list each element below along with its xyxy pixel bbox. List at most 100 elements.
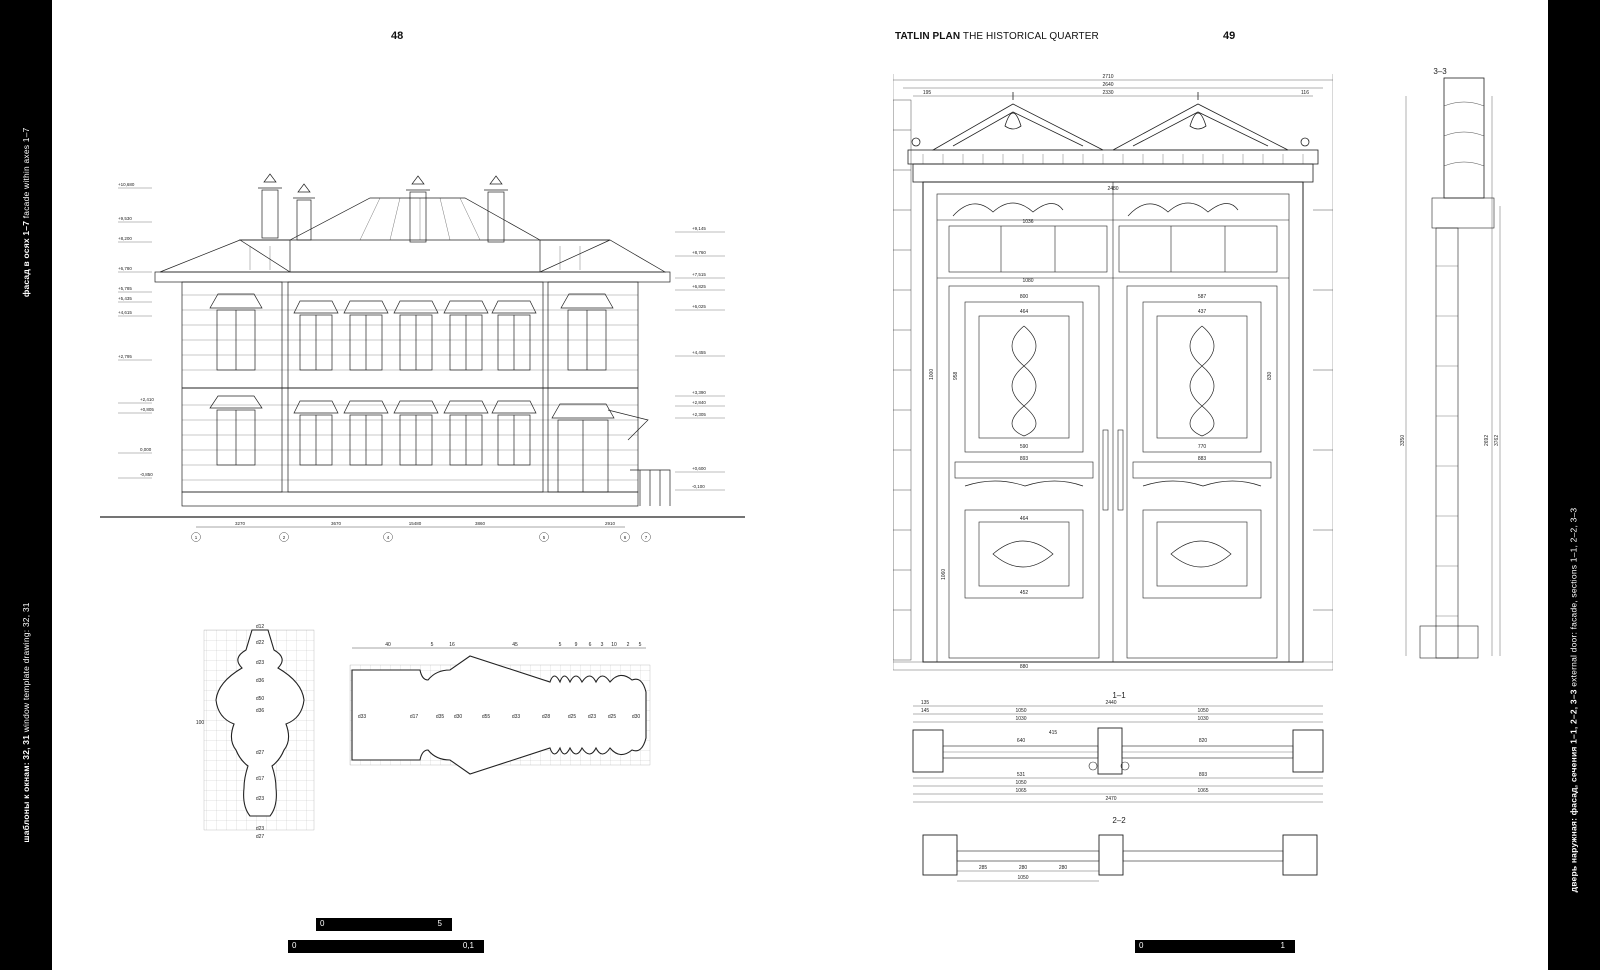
door-dim: 464 — [1020, 309, 1029, 315]
caption-door-en: external door: facade, sections 1–1, 2–2… — [1569, 507, 1579, 687]
door-dim: 800 — [1020, 294, 1029, 300]
scale-start: 0 — [320, 919, 325, 928]
scale-bar: 0 5 — [316, 918, 452, 931]
dimension: 3860 — [475, 521, 486, 526]
door-dim: 1036 — [1022, 219, 1033, 225]
page-number-right: 49 — [1223, 30, 1236, 42]
profile-dim: 9 — [575, 642, 578, 648]
running-head-subtitle: THE HISTORICAL QUARTER — [962, 31, 1099, 42]
section-dim: 2692 — [1484, 435, 1490, 446]
profile-dim: 6 — [589, 642, 592, 648]
plan-dim: 893 — [1199, 772, 1208, 778]
scale-end: 0,1 — [462, 941, 474, 950]
door-dim: 116 — [1301, 90, 1309, 96]
profile-dim: d28 — [542, 714, 551, 720]
plan-dim: 1050 — [1197, 708, 1208, 714]
plan-dim: 1065 — [1015, 788, 1026, 794]
section-dim: 3762 — [1494, 435, 1500, 446]
profile-dim: 10 — [611, 642, 617, 648]
plan-dim: 2470 — [1105, 796, 1116, 802]
axis-label: 6 — [624, 535, 627, 540]
plan-dim: 145 — [921, 708, 930, 714]
level-mark: -0,850 — [140, 472, 153, 477]
axis-label: 7 — [645, 535, 648, 540]
door-dim: 883 — [1198, 456, 1207, 462]
level-mark: +9,145 — [692, 226, 706, 231]
level-mark: +7,515 — [692, 272, 706, 277]
roof — [154, 197, 671, 283]
profile-dim: 2 — [627, 642, 630, 648]
level-mark: +5,785 — [118, 286, 132, 291]
level-mark: +6,780 — [118, 266, 132, 271]
profile-dim: d23 — [256, 660, 265, 666]
profile-dim: d23 — [588, 714, 597, 720]
template-profile-b: 40 5 16 150 45 5 9 6 3 10 2 5 d33 d17 d3… — [340, 640, 670, 780]
section-dim: 1050 — [1017, 875, 1028, 881]
plan-dim: 1030 — [1015, 716, 1026, 722]
profile-dim: 45 — [512, 642, 518, 648]
dimension: 3270 — [235, 521, 246, 526]
chimney — [258, 173, 508, 243]
scale-start: 0 — [1139, 941, 1144, 950]
door-dim: 2330 — [1102, 90, 1113, 96]
door-handle — [1102, 429, 1109, 511]
door-elevation: 2710 2640 2330 195 116 — [893, 70, 1333, 680]
scale-bar: 0 1 — [1135, 940, 1295, 953]
level-mark: +8,200 — [118, 236, 132, 241]
profile-dim: 3 — [601, 642, 604, 648]
section-label: 3–3 — [1433, 67, 1447, 76]
level-mark: +2,305 — [692, 412, 706, 417]
door-dim: 2710 — [1102, 74, 1113, 80]
house-walls — [181, 281, 639, 507]
scale-end: 5 — [437, 919, 442, 928]
section-1-1: 1–1 2440 1050 1030 1050 1030 415 820 640… — [903, 690, 1333, 815]
caption-bottom-ru: шаблоны к окнам: 32, 31 — [21, 734, 31, 843]
plan-dim: 415 — [1049, 730, 1058, 736]
door-leaf-left — [948, 285, 1100, 659]
level-mark: +9,530 — [118, 216, 132, 221]
page-number-left: 48 — [391, 30, 404, 42]
profile-dim: d27 — [256, 750, 265, 756]
profile-dim: d23 — [256, 796, 265, 802]
section-2-2: 2–2 285 280 280 1050 — [903, 815, 1333, 895]
level-mark: +0,600 — [692, 466, 706, 471]
profile-height: 100 — [196, 720, 204, 726]
door-handle — [1117, 429, 1124, 511]
door-dim: 437 — [1198, 309, 1207, 315]
section-dim: 280 — [1019, 865, 1028, 871]
windows-lower — [209, 395, 671, 506]
profile-dim: d55 — [482, 714, 491, 720]
dimension: 2910 — [605, 521, 616, 526]
left-sidebar-caption: шаблоны к окнам: 32, 31 window template … — [21, 127, 31, 842]
profile-dim: 5 — [559, 642, 562, 648]
level-mark: +3,390 — [692, 390, 706, 395]
door-dim: 195 — [923, 90, 932, 96]
profile-dim: d36 — [256, 708, 265, 714]
plan-dim: 820 — [1199, 738, 1208, 744]
running-head: TATLIN PLAN THE HISTORICAL QUARTER — [895, 31, 1099, 42]
profile-dim: d17 — [410, 714, 419, 720]
level-mark: +4,615 — [118, 310, 132, 315]
profile-dim: 40 — [385, 642, 391, 648]
door-dim: 880 — [1020, 664, 1029, 670]
axis-label: 4 — [387, 535, 390, 540]
level-mark: 0,000 — [140, 447, 152, 452]
profile-dim: d50 — [256, 696, 265, 702]
door-dim: 464 — [1020, 516, 1029, 522]
profile-dim: d12 — [256, 624, 265, 630]
level-mark: +6,025 — [692, 304, 706, 309]
level-mark: -0,100 — [692, 484, 705, 489]
profile-dim: d27 — [256, 834, 265, 840]
profile-dim: d30 — [632, 714, 641, 720]
level-mark: +6,825 — [692, 284, 706, 289]
level-mark: +5,435 — [118, 296, 132, 301]
caption-top-en: facade within axes 1–7 — [21, 127, 31, 219]
door-pediment — [907, 92, 1319, 183]
section-label: 2–2 — [1112, 816, 1126, 825]
plan-dim: 531 — [1017, 772, 1026, 778]
level-mark: +2,410 — [140, 397, 154, 402]
door-dim: 2480 — [1107, 186, 1118, 192]
scale-end: 1 — [1280, 941, 1285, 950]
profile-dim: d25 — [568, 714, 577, 720]
door-dim: 2640 — [1102, 82, 1113, 88]
